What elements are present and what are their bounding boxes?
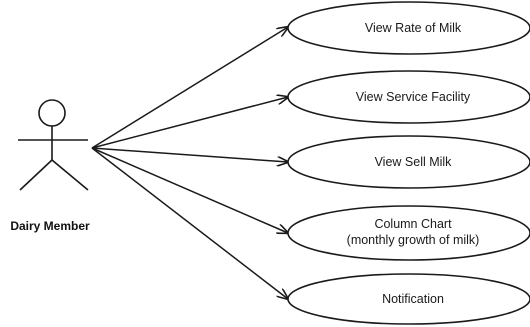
use-case-view-rate-of-milk bbox=[287, 1, 530, 55]
use-case-label-view-rate-of-milk: View Rate of Milk bbox=[365, 21, 462, 35]
actor-label: Dairy Member bbox=[10, 219, 90, 233]
actor-figure bbox=[18, 99, 89, 191]
association-arrow-view-rate bbox=[91, 27, 288, 149]
association-arrow-view-service bbox=[91, 97, 288, 149]
use-case-view-service-facility bbox=[287, 70, 530, 124]
use-case-view-sell-milk bbox=[287, 135, 530, 189]
actor-right-leg bbox=[51, 159, 89, 191]
association-arrow-notification bbox=[91, 147, 288, 299]
use-case-label-notification: Notification bbox=[382, 292, 444, 306]
actor-left-leg bbox=[19, 159, 53, 191]
association-arrow-view-sell bbox=[91, 147, 288, 162]
use-case-label-view-service-facility: View Service Facility bbox=[356, 90, 471, 104]
use-case-notification bbox=[287, 273, 530, 325]
actor-head bbox=[38, 99, 66, 127]
association-arrow-column-chart bbox=[91, 147, 288, 233]
associations bbox=[91, 27, 288, 299]
use-case-column-chart bbox=[287, 205, 530, 261]
use-case-label-column-chart-subtitle: (monthly growth of milk) bbox=[347, 233, 480, 247]
use-case-label-view-sell-milk: View Sell Milk bbox=[375, 155, 453, 169]
use-case-label-column-chart: Column Chart bbox=[374, 217, 452, 231]
use-cases bbox=[287, 1, 530, 325]
